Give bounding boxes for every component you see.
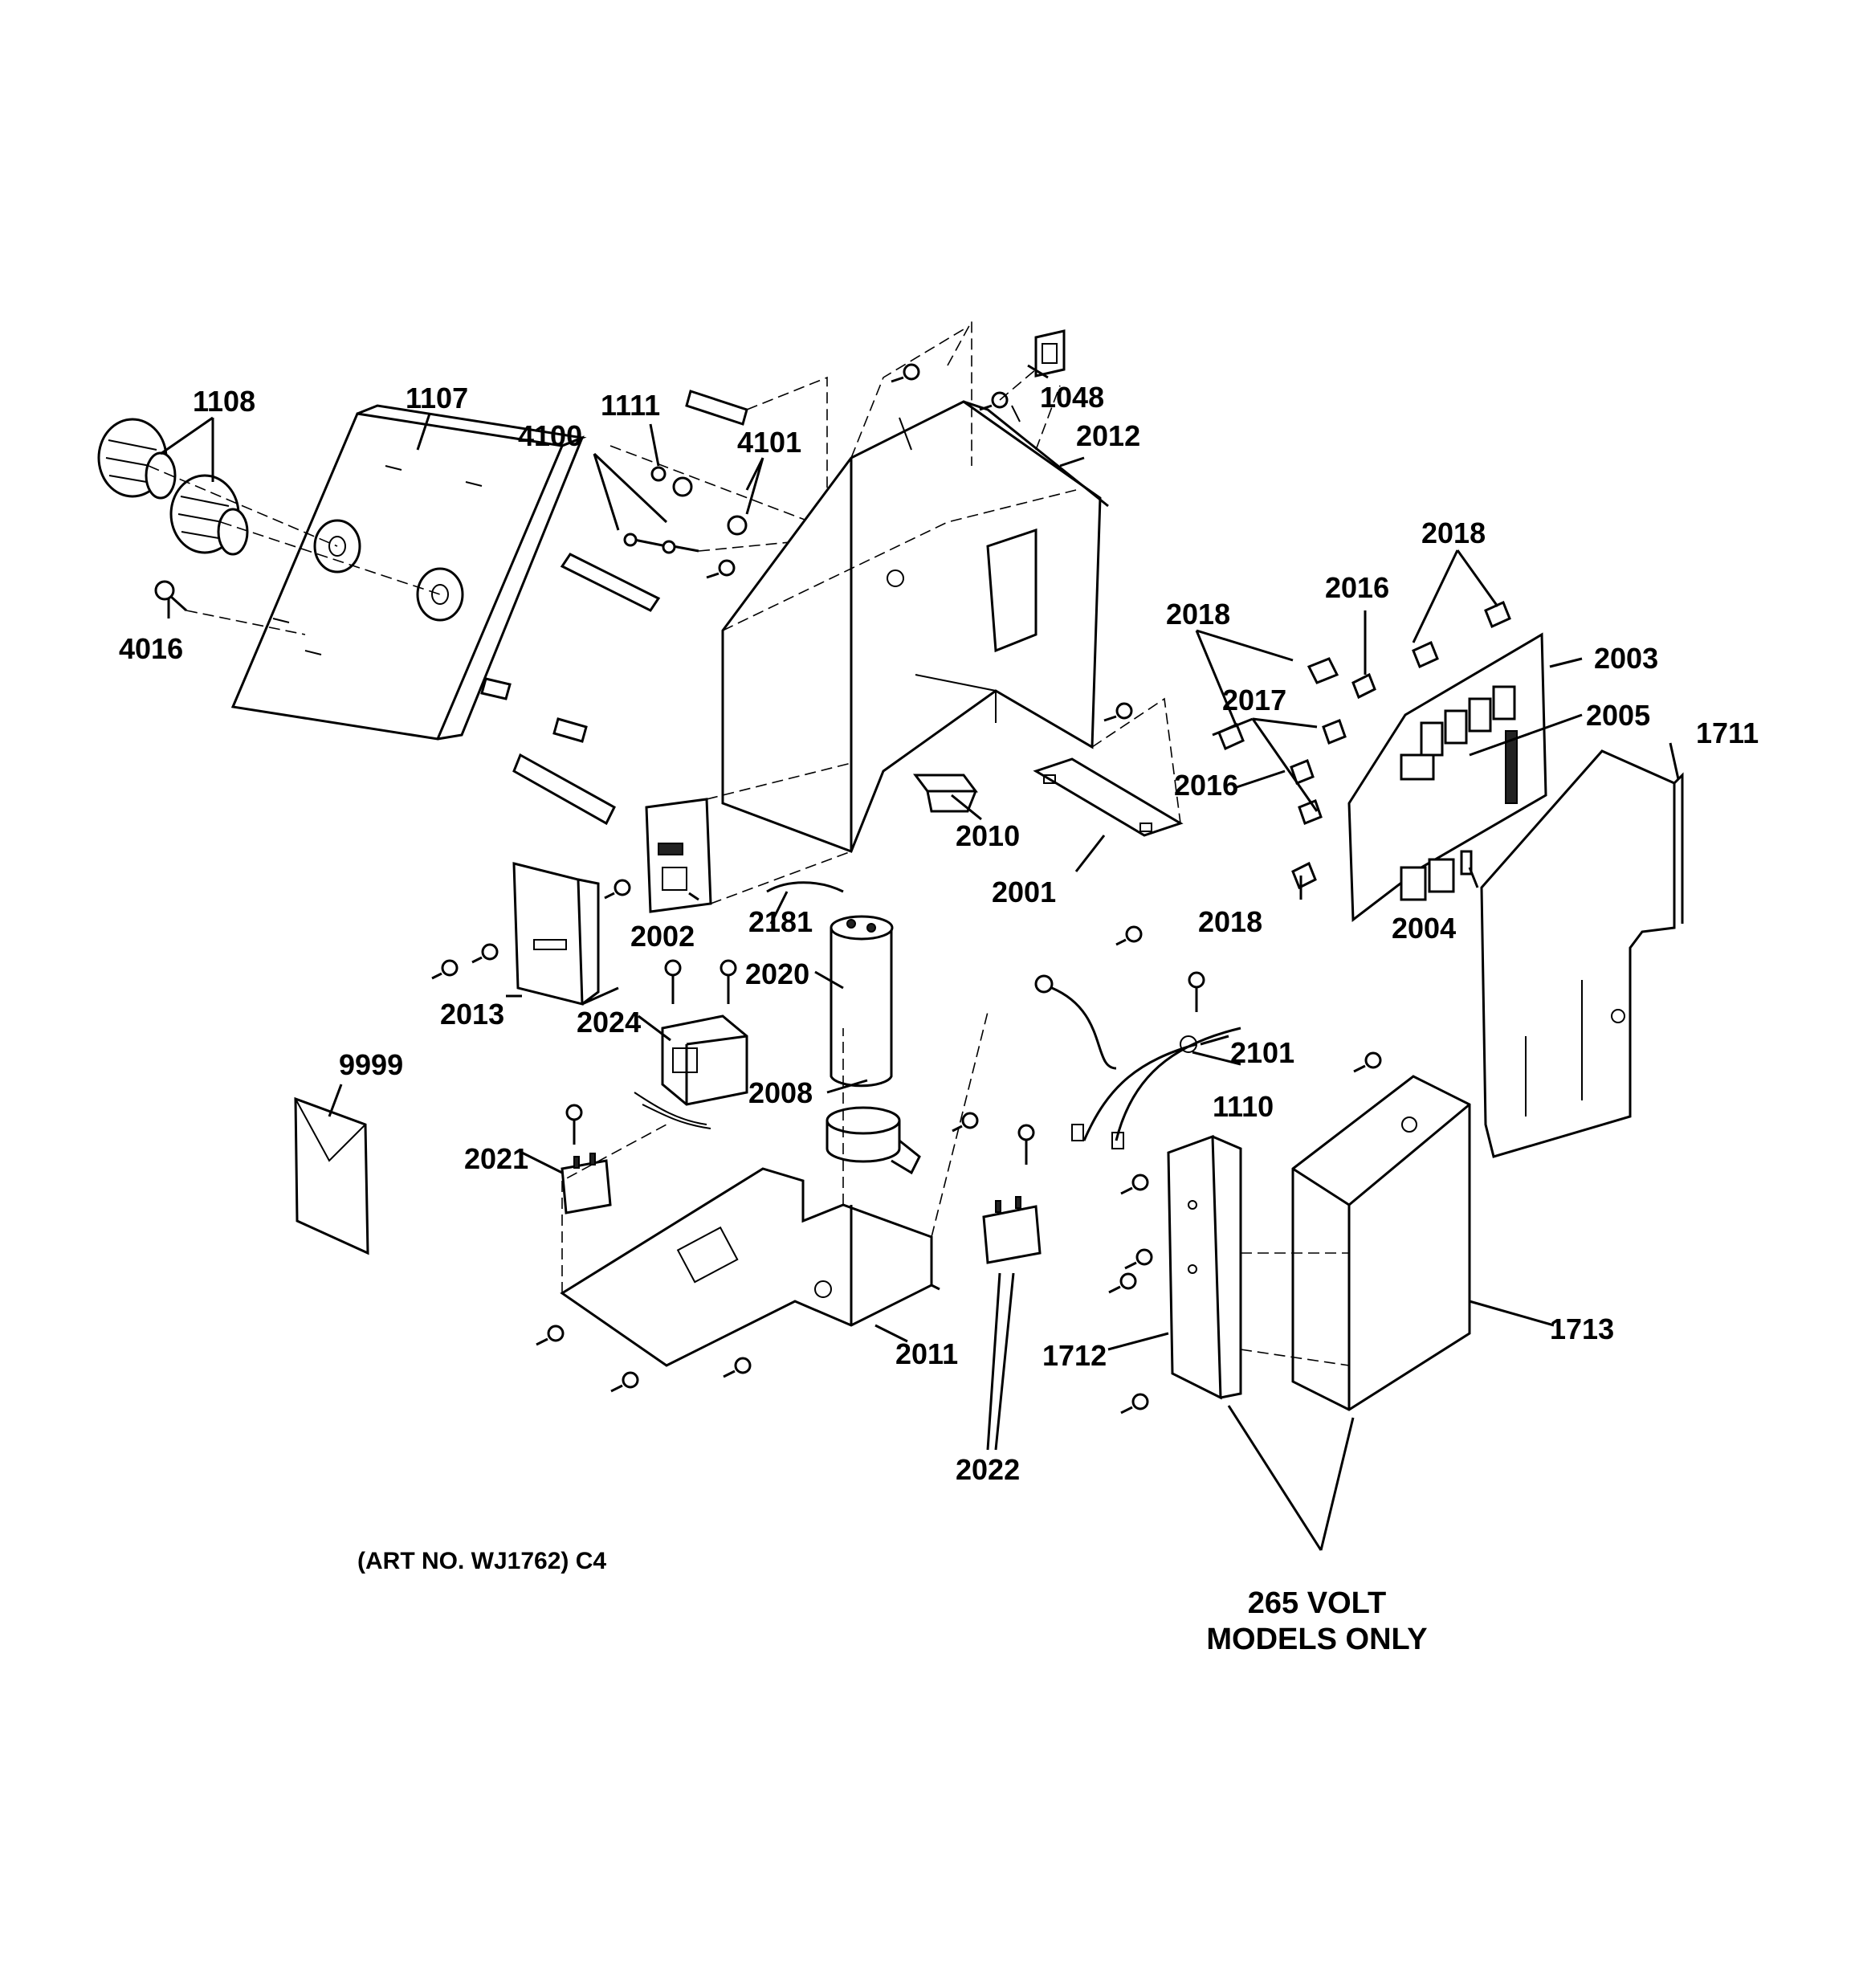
part-label-2012: 2012 <box>1076 419 1140 452</box>
part-label-2017: 2017 <box>1222 684 1286 716</box>
part-label-1712: 1712 <box>1042 1339 1107 1372</box>
2010-part <box>913 774 978 793</box>
part-label-9999: 9999 <box>339 1048 403 1081</box>
screw-part <box>1188 971 1205 1012</box>
part-label-1107: 1107 <box>406 382 468 414</box>
part-label-2005: 2005 <box>1586 699 1650 732</box>
screw-part <box>1120 1174 1149 1195</box>
part-label-2008: 2008 <box>748 1076 813 1109</box>
part-label-1108: 1108 <box>193 385 255 418</box>
wire-harness-part <box>1034 974 1241 1149</box>
part-label-2011: 2011 <box>895 1337 958 1370</box>
nut-part <box>672 476 693 497</box>
bracket-1712-part <box>1167 1134 1242 1400</box>
screw-part <box>952 1112 979 1133</box>
1048-part <box>1034 329 1066 378</box>
strip-part <box>685 390 748 426</box>
screw-part <box>1353 1051 1382 1073</box>
part-label-2002: 2002 <box>630 920 695 953</box>
part-label-2016-top: 2016 <box>1325 571 1389 604</box>
capacitor-part <box>830 915 894 1088</box>
part-label-2022: 2022 <box>956 1453 1020 1486</box>
screw-part <box>891 363 920 383</box>
screw-part <box>1115 925 1143 946</box>
screw-part <box>431 959 459 980</box>
part-label-2018-top: 2018 <box>1421 516 1486 549</box>
cover-part <box>1291 1075 1471 1411</box>
part-label-2018-bottom: 2018 <box>1198 905 1262 938</box>
wire-2181-part <box>766 881 844 893</box>
knob-part <box>169 474 249 556</box>
models-note-line1: 265 VOLT <box>1248 1586 1386 1620</box>
part-label-2021: 2021 <box>464 1142 528 1175</box>
part-label-4101: 4101 <box>737 426 801 459</box>
part-label-2003: 2003 <box>1594 642 1658 675</box>
art-number: (ART NO. WJ1762) C4 <box>357 1548 606 1574</box>
screw-part <box>610 1371 639 1393</box>
part-label-1111: 1111 <box>601 389 660 422</box>
part-label-1713: 1713 <box>1550 1312 1614 1345</box>
screw-part <box>1124 1248 1153 1270</box>
screw-part <box>664 959 682 1004</box>
strip-part <box>560 553 661 612</box>
part-label-2181: 2181 <box>748 905 813 938</box>
screw-part <box>979 391 1009 411</box>
control-panel-part <box>230 404 587 741</box>
screw-part <box>1120 1393 1149 1414</box>
screw-part <box>723 1357 752 1378</box>
knob-part <box>97 418 177 500</box>
board-2001-part <box>1033 757 1184 837</box>
relay-2022-part <box>982 1124 1042 1264</box>
part-label-2018-left: 2018 <box>1166 598 1230 631</box>
part-label-2016-left: 2016 <box>1174 769 1238 802</box>
part-label-1711: 1711 <box>1696 716 1759 749</box>
part-label-4016: 4016 <box>119 632 183 665</box>
diagram-artwork <box>97 320 1684 1551</box>
screw-part <box>536 1325 565 1346</box>
leader-lines <box>160 364 1680 1551</box>
screw-part <box>604 879 631 900</box>
nut-part <box>727 515 748 536</box>
part-label-1110: 1110 <box>1213 1090 1274 1123</box>
models-note-line2: MODELS ONLY <box>1206 1623 1427 1656</box>
side-panel-part <box>1480 749 1684 1158</box>
part-label-2024: 2024 <box>577 1006 641 1039</box>
part-label-2013: 2013 <box>440 998 504 1031</box>
screw-part <box>1108 1272 1137 1294</box>
strap-part <box>826 1106 921 1175</box>
literature-part <box>294 1096 369 1255</box>
base-plate-part <box>560 1167 940 1367</box>
part-label-1048: 1048 <box>1040 381 1104 414</box>
part-label-2010: 2010 <box>956 819 1020 852</box>
bracket-2013-part <box>512 862 619 1006</box>
strip-part <box>512 753 616 826</box>
part-label-2020: 2020 <box>745 957 809 990</box>
part-label-2001: 2001 <box>992 876 1056 908</box>
main-bracket-part <box>721 400 1109 853</box>
clip-part <box>650 466 667 482</box>
part-label-2004: 2004 <box>1392 912 1456 945</box>
screw-part <box>1103 702 1133 722</box>
part-label-2101: 2101 <box>1230 1036 1294 1069</box>
strip-part <box>480 677 512 700</box>
transformer-part <box>634 1014 748 1129</box>
screw-part <box>154 580 188 612</box>
strip-part <box>552 717 588 743</box>
control-board-part <box>1347 632 1547 922</box>
part-labels: 1108 1107 1111 4100 4101 4016 1048 2012 … <box>119 381 1759 1486</box>
part-label-4100: 4100 <box>518 419 582 452</box>
screw-part <box>720 959 737 1004</box>
screw-part <box>471 943 499 964</box>
screw-part <box>706 559 736 579</box>
